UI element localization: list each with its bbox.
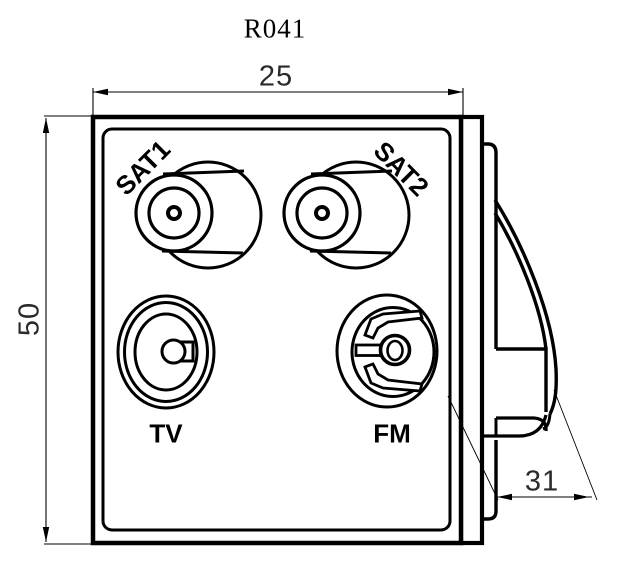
plate-inner-frame xyxy=(101,127,452,532)
dim-height-label: 50 xyxy=(13,301,46,337)
dimension-height xyxy=(42,115,92,545)
drawing-title: R041 xyxy=(243,13,307,44)
dim-depth-label: 31 xyxy=(524,465,560,498)
side-flange xyxy=(458,114,485,546)
fm-label: FM xyxy=(373,418,411,449)
side-body-top xyxy=(482,142,498,349)
dimension-width xyxy=(92,88,464,116)
side-body-rib xyxy=(496,347,548,412)
fm-contact-bottom xyxy=(363,362,424,393)
fm-contact-left xyxy=(354,343,384,357)
side-view xyxy=(458,114,558,546)
mounting-clip-inner-edge xyxy=(493,212,548,350)
clip-tip xyxy=(542,413,552,431)
side-body-bottom xyxy=(482,440,498,521)
mounting-clip-outer-edge xyxy=(493,199,558,415)
fm-contact-top xyxy=(363,309,424,340)
tv-connector xyxy=(116,294,216,410)
fm-connector xyxy=(335,293,439,409)
tv-label: TV xyxy=(149,418,183,449)
clip-foot-lower xyxy=(482,414,548,438)
dim-width-label: 25 xyxy=(258,60,294,93)
front-view xyxy=(90,114,464,546)
dimension-depth xyxy=(447,389,598,501)
